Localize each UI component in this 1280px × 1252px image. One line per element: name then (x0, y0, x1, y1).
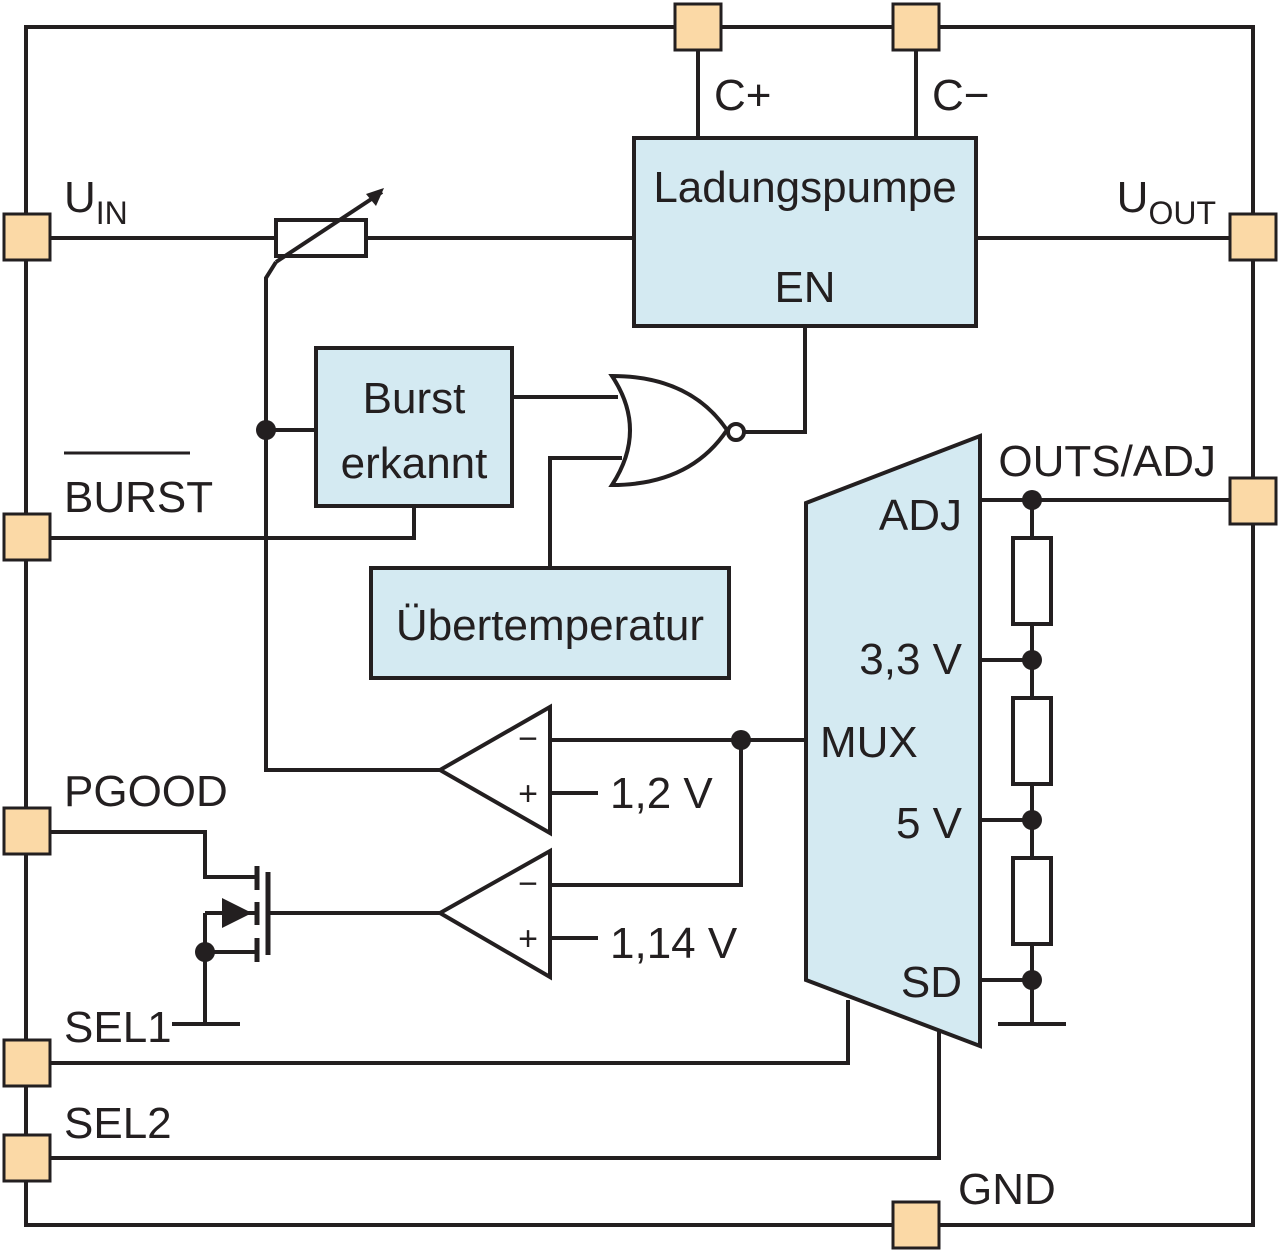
mux-block (804, 433, 982, 1049)
label-uout-sub: OUT (1148, 195, 1216, 231)
burst-detect-line2: erkannt (341, 439, 488, 488)
wire-sense (264, 260, 440, 772)
wire-burst-pin (50, 506, 416, 540)
wire-sel1 (50, 1000, 850, 1065)
mux-input-sd: SD (901, 958, 962, 1007)
overtemp-label: Übertemperatur (396, 601, 704, 650)
junction-5v (1022, 810, 1042, 830)
burst-detect-block (314, 346, 514, 508)
wire-en (744, 326, 807, 434)
label-burst: BURST (64, 473, 213, 522)
charge-pump-label: Ladungspumpe (653, 163, 956, 212)
comparator-1 (435, 703, 552, 837)
label-sel2: SEL2 (64, 1099, 172, 1148)
label-sel1: SEL1 (64, 1003, 172, 1052)
mux-input-3v3: 3,3 V (859, 635, 962, 684)
nor-gate-bubble (726, 422, 746, 442)
junction-sd (1022, 970, 1042, 990)
wire-pgood (50, 830, 258, 879)
mux-input-adj: ADJ (879, 491, 962, 540)
label-uin-main: U (64, 173, 96, 222)
pad-outs-adj (1228, 476, 1278, 526)
junction-sense (256, 420, 276, 440)
comparator-2 (435, 847, 552, 981)
comparator-1-minus: − (518, 720, 538, 758)
chip-outline (24, 25, 1255, 1227)
pad-sel1 (2, 1038, 52, 1088)
comparator-1-plus: + (518, 775, 538, 813)
pad-gnd (891, 1200, 941, 1250)
pad-uin (2, 212, 52, 262)
label-gnd: GND (958, 1165, 1056, 1214)
junction-adj (1022, 490, 1042, 510)
mux-label: MUX (820, 718, 918, 767)
pad-cplus (673, 2, 723, 52)
ref-1v14-label: 1,14 V (610, 919, 738, 968)
enable-label: EN (774, 263, 835, 312)
junction-mux (731, 730, 751, 750)
label-uout: UOUT (1117, 173, 1216, 231)
wire-comp2-minus (552, 740, 743, 887)
label-cminus: C− (932, 71, 989, 120)
label-uin-sub: IN (96, 195, 128, 231)
pad-sel2 (2, 1133, 52, 1183)
divider-resistor-1 (1011, 536, 1053, 626)
wire-source (203, 950, 258, 1024)
pad-pgood (2, 806, 52, 856)
overtemp-block (369, 566, 731, 680)
variable-resistor (274, 218, 368, 258)
burst-detect-line1: Burst (363, 374, 466, 423)
ref-1v2-label: 1,2 V (610, 769, 713, 818)
wire-sel2 (50, 1030, 941, 1160)
label-outs-adj: OUTS/ADJ (998, 437, 1216, 486)
divider-resistor-3 (1011, 856, 1053, 946)
comparator-2-plus: + (518, 920, 538, 958)
variable-resistor-arrow (274, 190, 384, 264)
label-pgood: PGOOD (64, 767, 228, 816)
label-uout-main: U (1117, 173, 1149, 222)
pad-burst (2, 512, 52, 562)
pad-cminus (891, 2, 941, 52)
variable-resistor-arrow-head (366, 188, 384, 206)
mosfet-arrow (222, 898, 252, 928)
mux-input-5v: 5 V (896, 799, 963, 848)
pad-uout (1228, 212, 1278, 262)
comparator-2-minus: − (518, 865, 538, 903)
junction-body (195, 942, 215, 962)
charge-pump-block (632, 136, 978, 328)
wire-ot-nor (548, 456, 622, 568)
junction-3v3 (1022, 650, 1042, 670)
label-cplus: C+ (714, 71, 771, 120)
label-uin: UIN (64, 173, 128, 231)
nor-gate (608, 373, 730, 488)
divider-resistor-2 (1011, 696, 1053, 786)
